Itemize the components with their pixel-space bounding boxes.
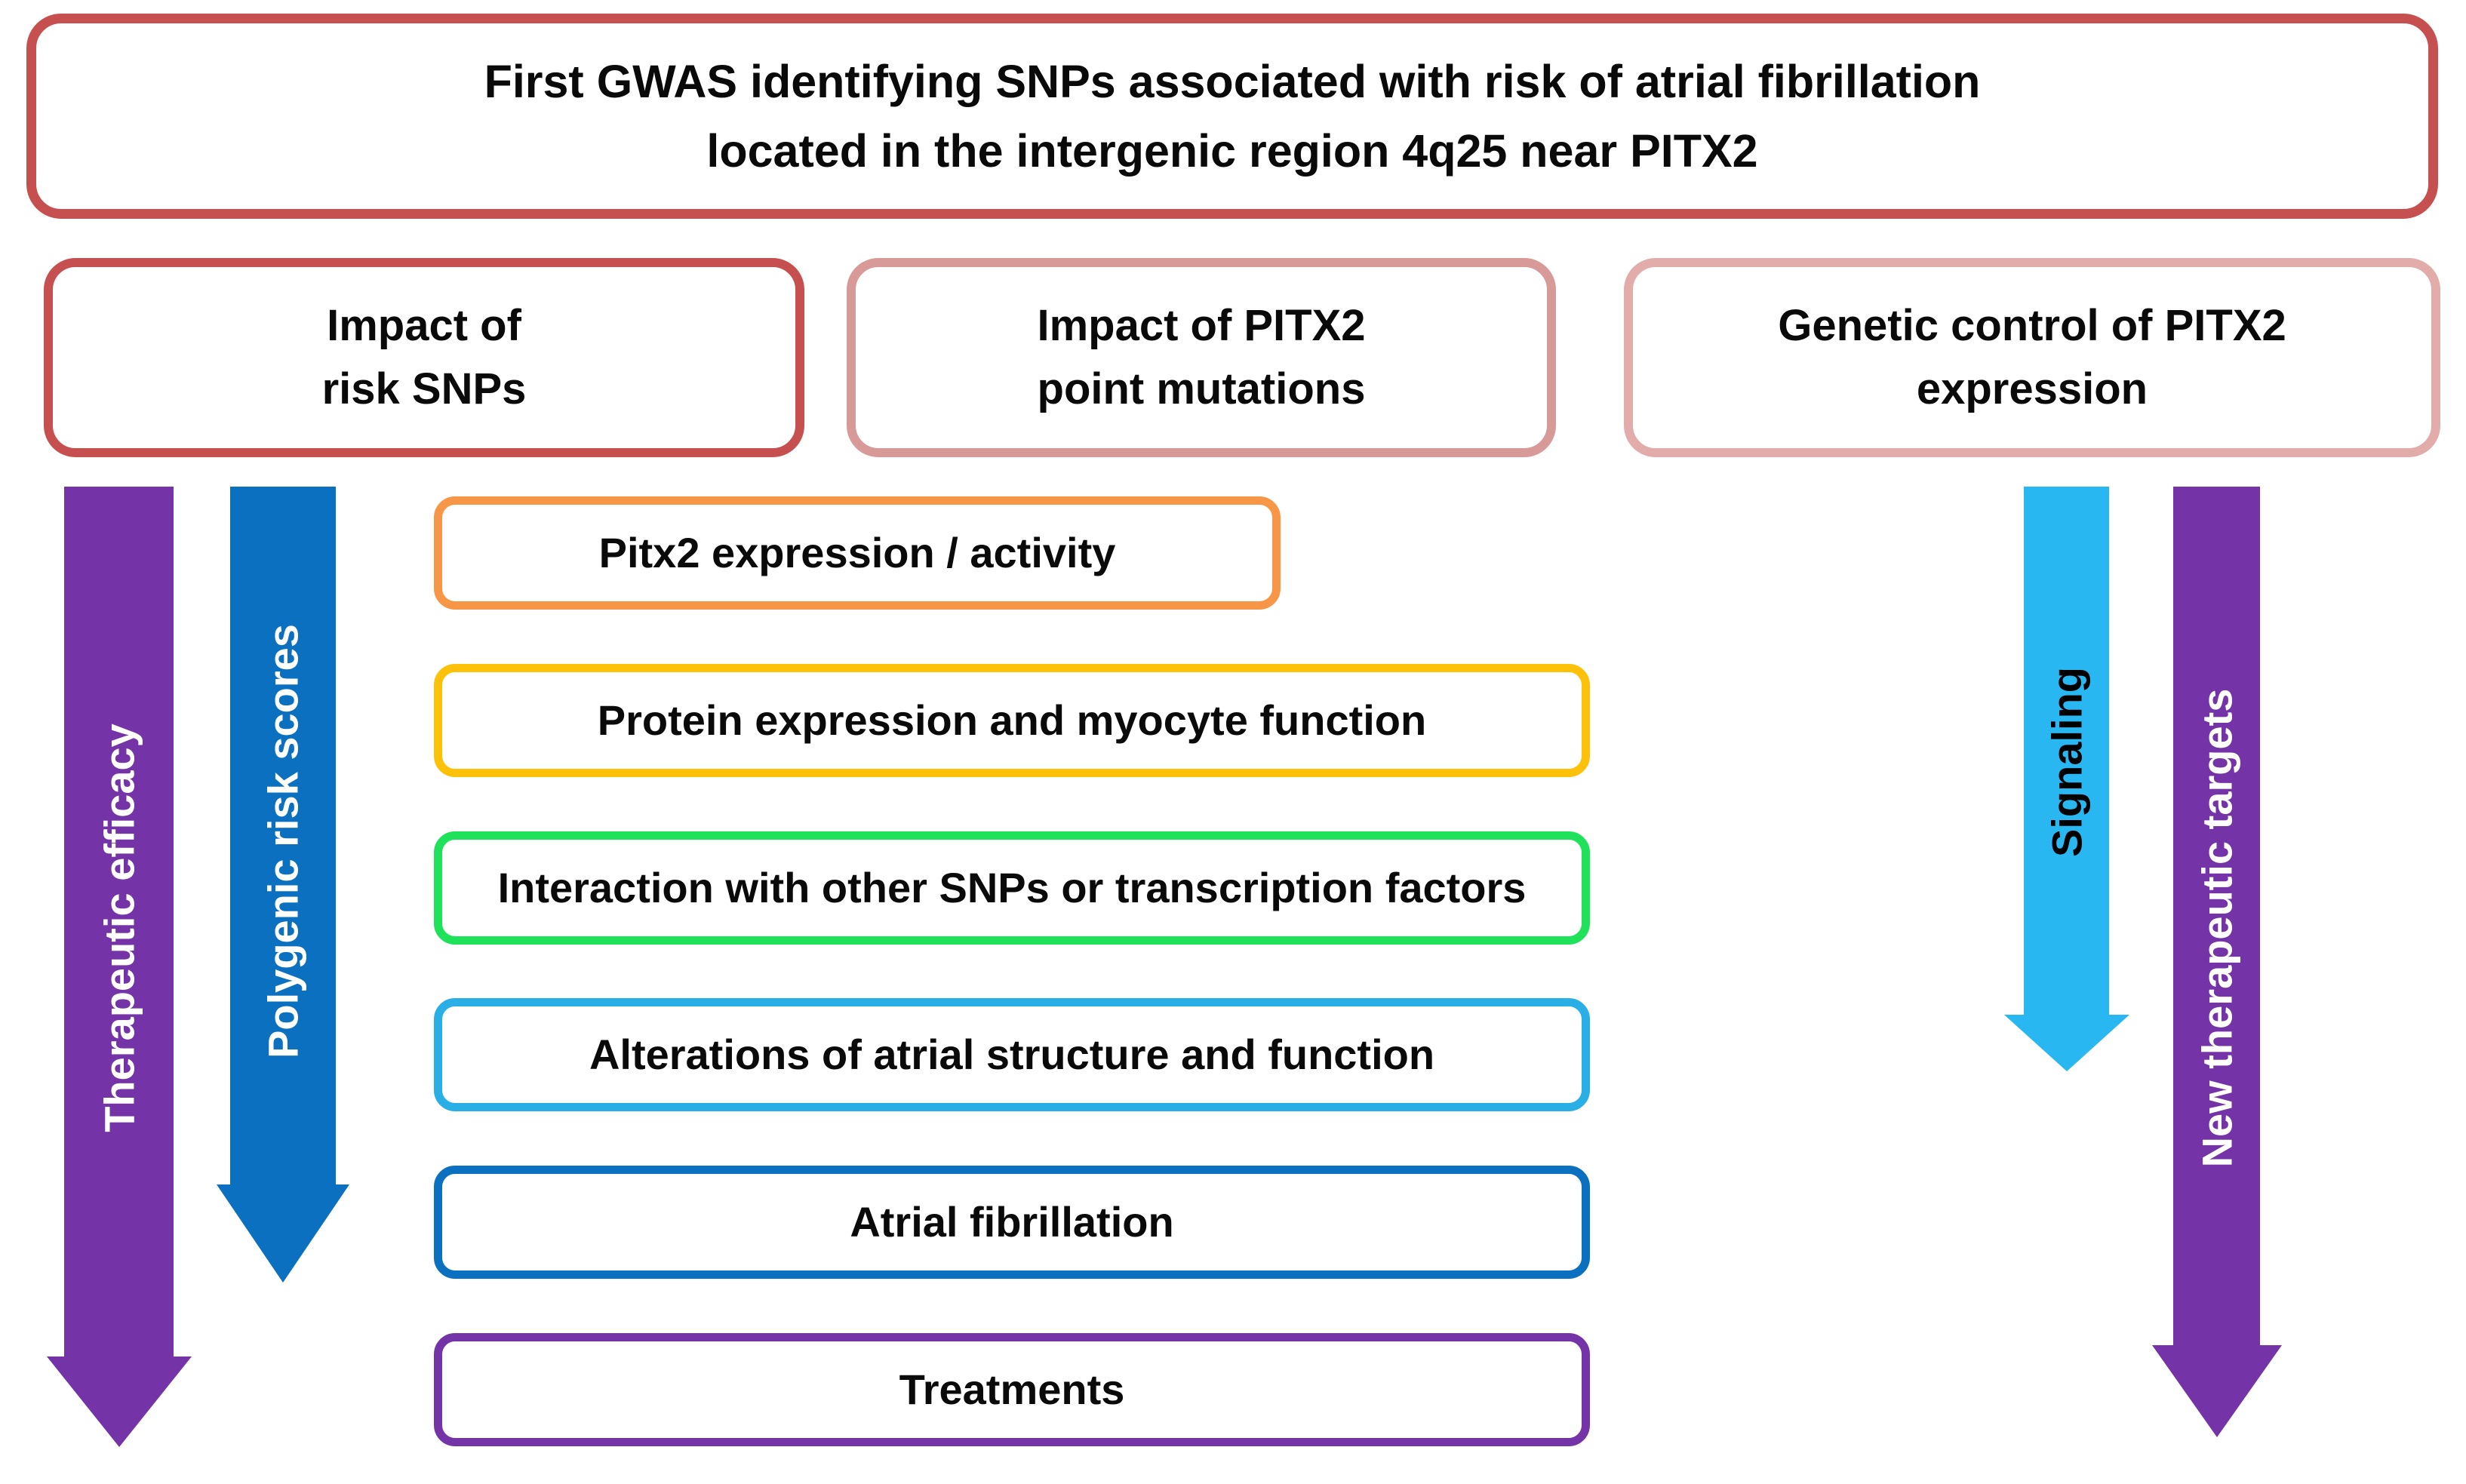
therapeutic-efficacy-arrow-label: Therapeutic efficacy — [95, 724, 143, 1132]
cascade-box-protein-expression-myocyte-function: Protein expression and myocyte function — [434, 664, 1590, 777]
therapeutic-efficacy-arrowhead-icon — [47, 1356, 192, 1447]
cascade-box-alterations-atrial-structure-function: Alterations of atrial structure and func… — [434, 998, 1590, 1111]
category-box-genetic-control-of-pitx2-expression: Genetic control of PITX2 expression — [1624, 258, 2440, 457]
signaling-arrow-shaft — [2024, 487, 2109, 1015]
signaling-arrow-label: Signaling — [2043, 667, 2091, 857]
polygenic-risk-scores-arrow-shaft — [230, 487, 336, 1184]
cascade-box-treatments: Treatments — [434, 1333, 1590, 1446]
cascade-box-atrial-fibrillation: Atrial fibrillation — [434, 1166, 1590, 1279]
new-therapeutic-targets-arrow-shaft — [2173, 487, 2260, 1345]
category-box-impact-of-risk-snps: Impact of risk SNPs — [44, 258, 804, 457]
cascade-box-pitx2-expression-activity: Pitx2 expression / activity — [434, 496, 1281, 610]
top-banner-box: First GWAS identifying SNPs associated w… — [26, 14, 2438, 219]
cascade-box-interaction-snps-transcription-factors: Interaction with other SNPs or transcrip… — [434, 831, 1590, 945]
polygenic-risk-scores-arrowhead-icon — [217, 1184, 349, 1283]
new-therapeutic-targets-arrowhead-icon — [2152, 1345, 2282, 1437]
therapeutic-efficacy-arrow-shaft — [64, 487, 174, 1356]
polygenic-risk-scores-arrow-label: Polygenic risk scores — [259, 624, 307, 1058]
new-therapeutic-targets-arrow-label: New therapeutic targets — [2193, 688, 2241, 1168]
category-box-impact-of-pitx2-point-mutations: Impact of PITX2 point mutations — [847, 258, 1556, 457]
signaling-arrowhead-icon — [2004, 1015, 2129, 1071]
